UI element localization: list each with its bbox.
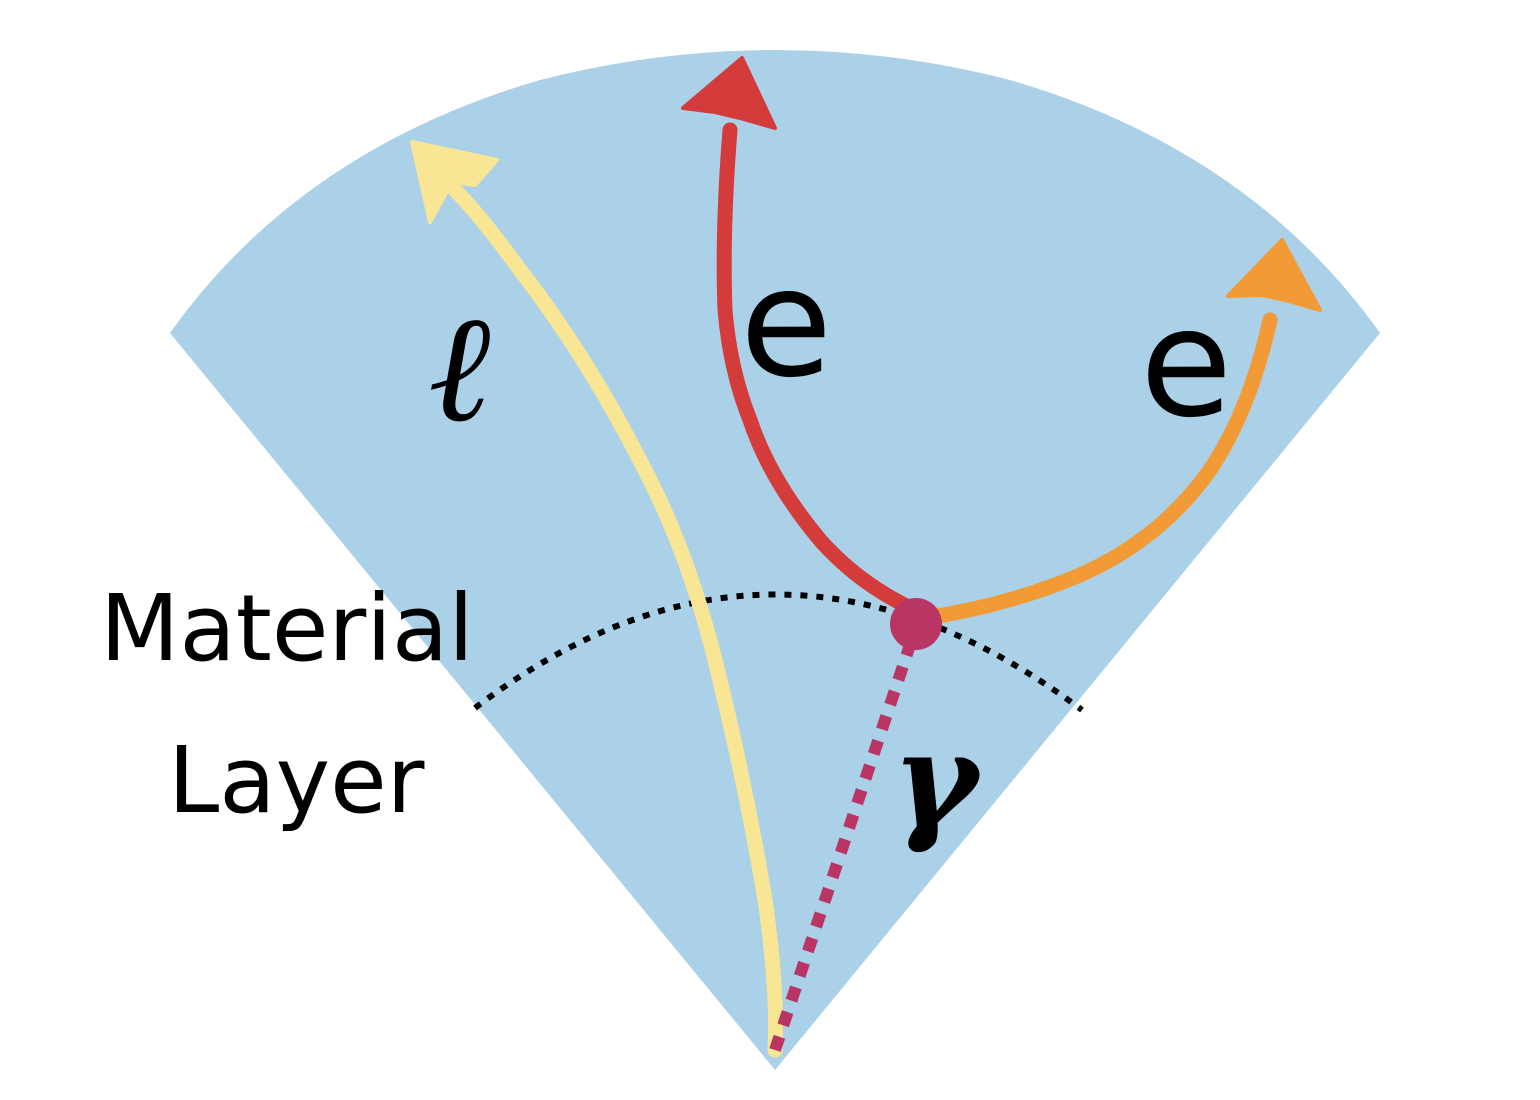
lepton-arrowhead: [410, 140, 499, 224]
lepton-label: ℓ: [428, 282, 490, 456]
electron-1-label: e: [740, 237, 832, 411]
photon-track: [769, 628, 921, 1052]
material-label-line1: Material: [100, 575, 474, 682]
electron-2-label: e: [1140, 277, 1232, 451]
electron-track-2: [917, 312, 1278, 626]
material-label-line2: Layer: [168, 727, 425, 834]
conversion-vertex: [890, 598, 942, 650]
electron-1-arrowhead: [681, 56, 777, 130]
electron-track-1: [716, 122, 923, 618]
detector-wedge: [170, 50, 1380, 1070]
photon-label: γ: [892, 703, 983, 856]
lepton-track: [447, 182, 784, 1058]
material-layer-boundary: [473, 591, 1084, 713]
electron-2-arrowhead: [1226, 238, 1322, 312]
